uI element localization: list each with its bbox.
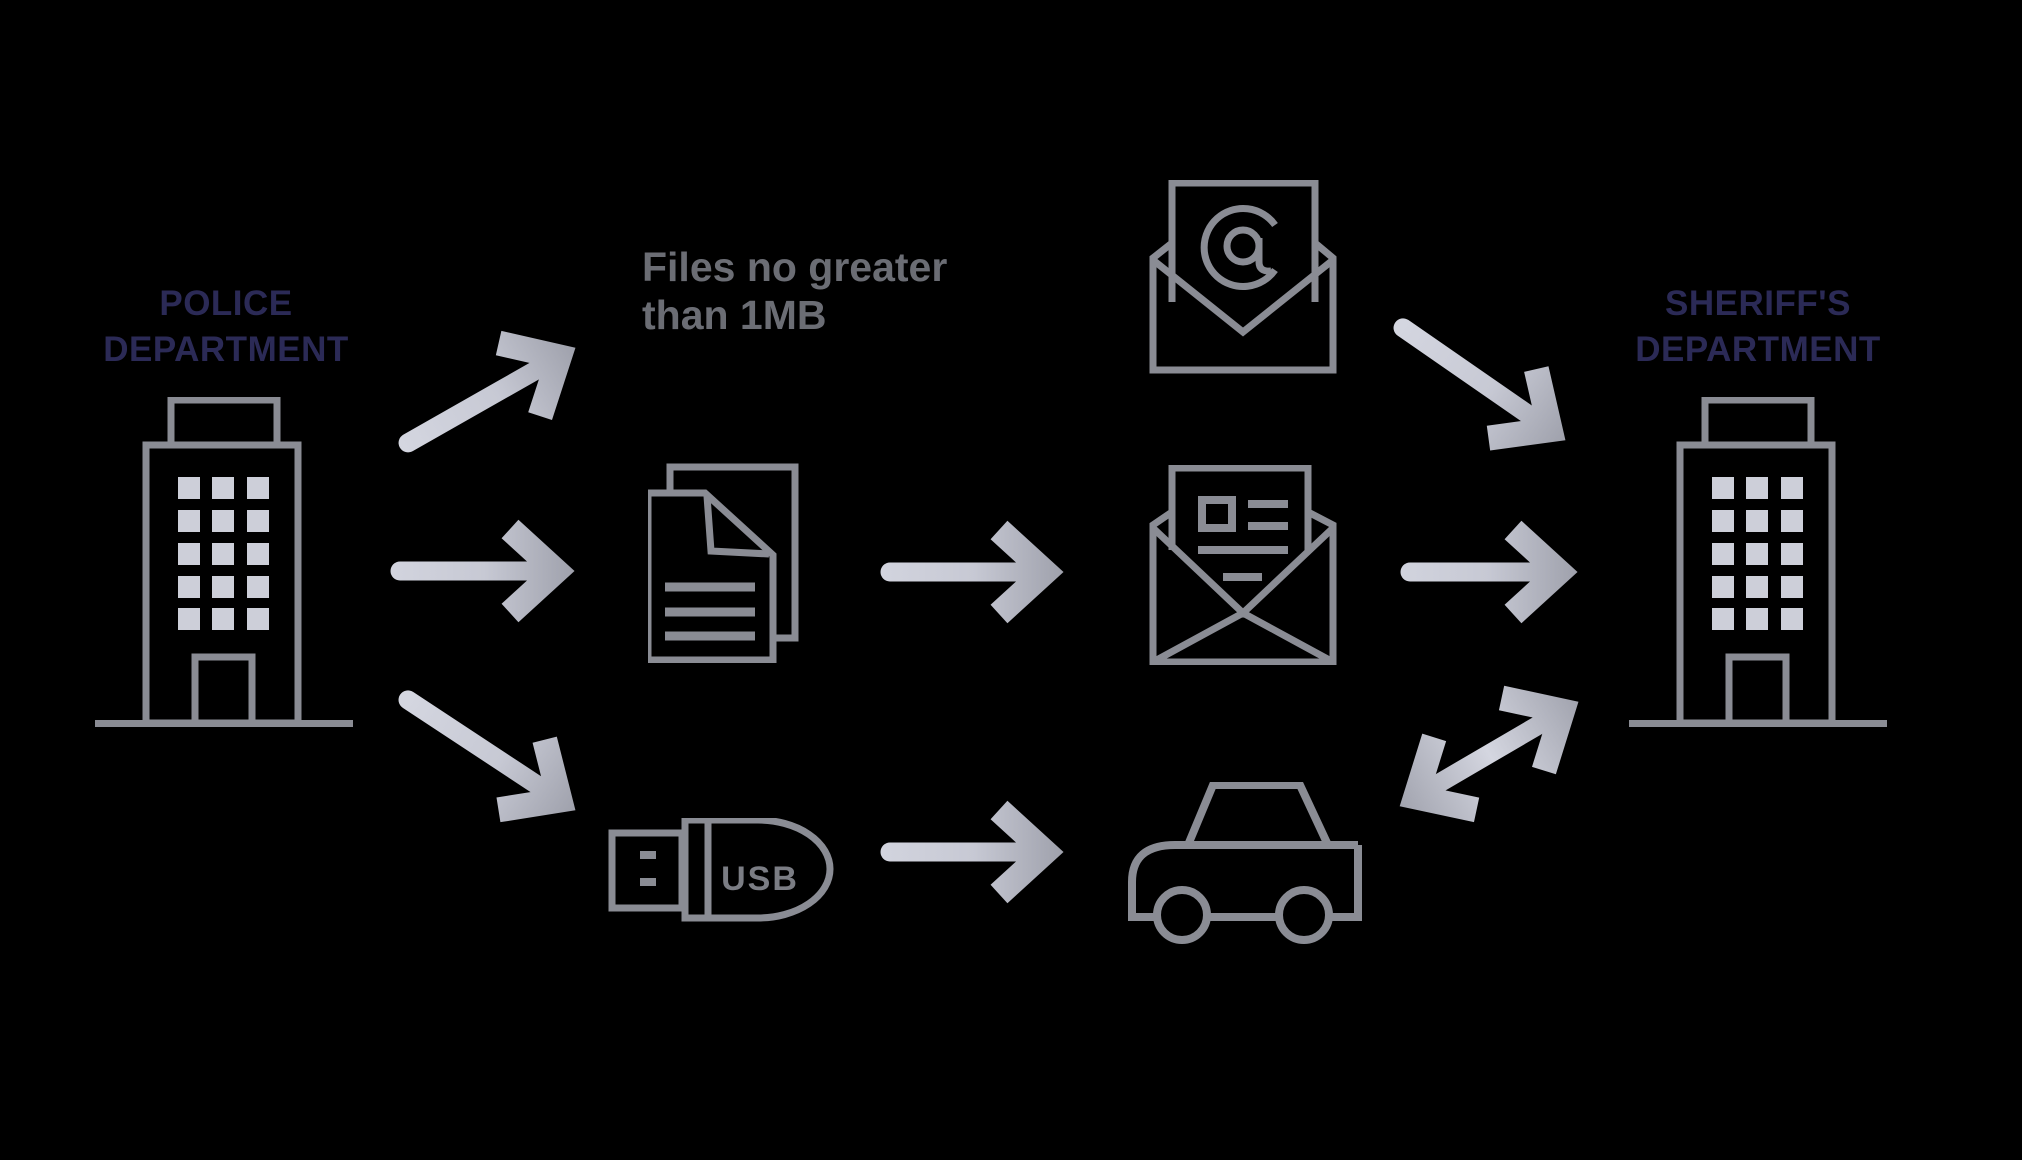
police-label-line2: DEPARTMENT <box>103 330 349 369</box>
building-windows <box>1712 477 1803 630</box>
mail-envelope-letter-icon <box>1149 465 1337 665</box>
sheriff-label-line1: SHERIFF'S <box>1665 284 1851 323</box>
police-building-icon <box>95 397 353 727</box>
usb-label: USB <box>721 860 799 898</box>
usb-drive-icon: USB <box>608 818 834 922</box>
at-symbol <box>1200 205 1278 290</box>
sheriffs-department-label: SHERIFF'S DEPARTMENT <box>1558 281 1958 373</box>
files-note-line2: than 1MB <box>642 292 827 338</box>
front-page <box>648 489 777 663</box>
arrow-documents-to-mail <box>880 520 1064 624</box>
text-lines <box>665 582 755 641</box>
files-note-line1: Files no greater <box>642 244 948 290</box>
folded-corner <box>703 495 770 558</box>
files-size-note: Files no greater than 1MB <box>642 243 1062 339</box>
email-open-envelope-at-icon <box>1149 180 1337 374</box>
building-windows <box>178 477 269 630</box>
document-pages-icon <box>648 463 799 663</box>
car-wheel <box>1153 886 1211 944</box>
police-department-label: POLICE DEPARTMENT <box>26 281 426 373</box>
sheriff-building-icon <box>1629 397 1887 727</box>
arrow-email-to-sheriff <box>1393 318 1566 451</box>
arrow-usb-to-car <box>880 800 1064 904</box>
sheriff-label-line2: DEPARTMENT <box>1635 330 1881 369</box>
arrow-police-to-files <box>398 330 576 453</box>
car-body <box>1128 841 1362 921</box>
letter-content <box>1198 496 1288 581</box>
police-label-line1: POLICE <box>159 284 293 323</box>
usb-body <box>681 818 834 922</box>
arrow-police-to-usb <box>398 690 576 823</box>
arrow-car-sheriff-double <box>1399 685 1579 823</box>
arrow-police-to-documents <box>390 519 575 623</box>
car-icon <box>1128 782 1362 944</box>
car-wheel <box>1275 886 1333 944</box>
arrow-mail-to-sheriff <box>1400 520 1578 624</box>
